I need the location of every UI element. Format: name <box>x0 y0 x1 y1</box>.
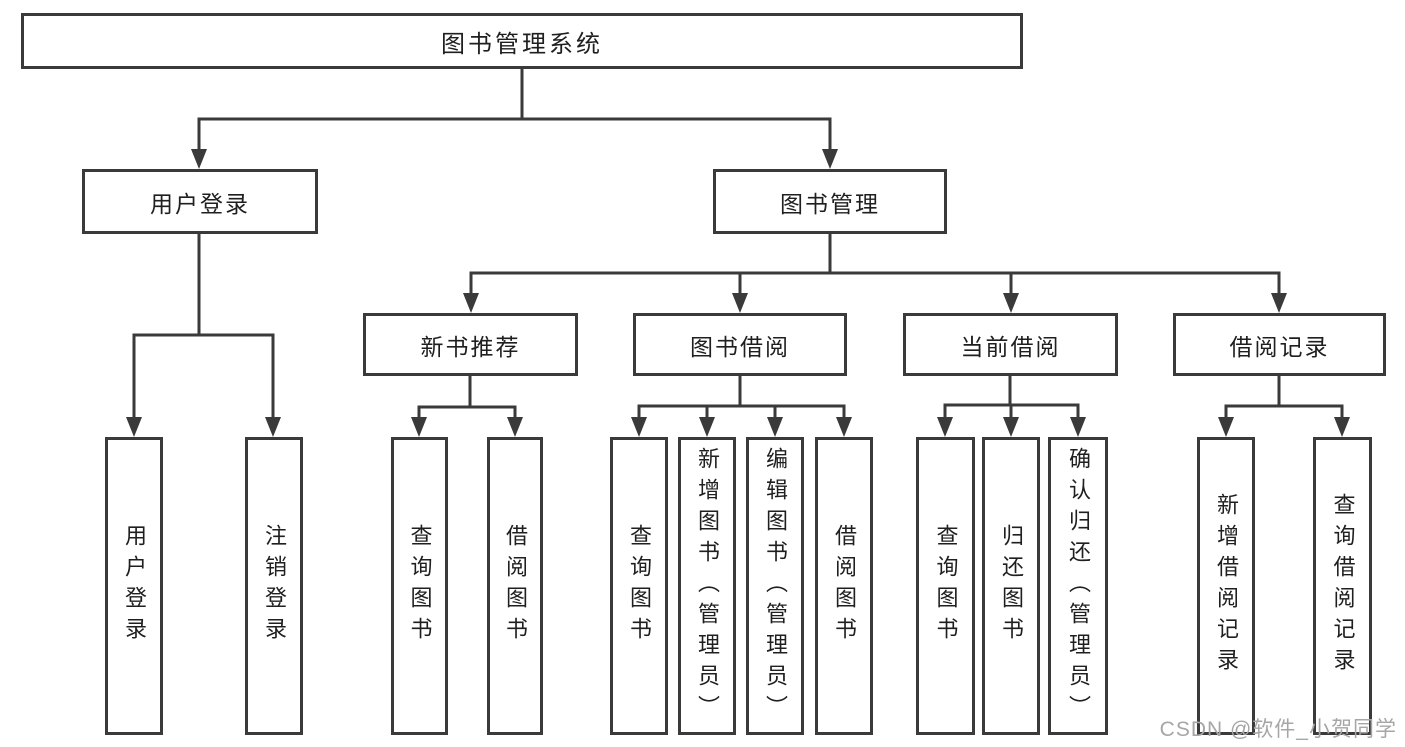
leaf-user-login: 用户登录 <box>105 437 163 735</box>
leaf-query-book-newrec: 查询图书 <box>391 437 448 735</box>
node-label: 编辑图书（管理员） <box>763 446 788 726</box>
node-label: 借阅记录 <box>1229 333 1330 360</box>
leaf-add-book-admin: 新增图书（管理员） <box>678 437 736 735</box>
node-book-management: 图书管理 <box>713 169 947 234</box>
node-label: 归还图书 <box>999 524 1024 648</box>
leaf-return-book: 归还图书 <box>982 437 1040 735</box>
node-label: 图书管理系统 <box>441 30 603 58</box>
node-book-borrow: 图书借阅 <box>633 313 847 376</box>
node-label: 查询图书 <box>407 524 433 648</box>
node-label: 用户登录 <box>122 524 147 648</box>
leaf-query-borrow-record: 查询借阅记录 <box>1313 437 1372 735</box>
node-label: 图书管理 <box>780 190 880 217</box>
arrowheads <box>126 149 1350 437</box>
leaf-logout: 注销登录 <box>245 437 303 735</box>
node-label: 新书推荐 <box>420 333 521 360</box>
csdn-watermark: CSDN @软件_小贺同学 <box>1159 718 1397 741</box>
node-user-login: 用户登录 <box>82 169 318 234</box>
node-label: 查询借阅记录 <box>1330 493 1356 679</box>
node-label: 查询图书 <box>933 524 959 648</box>
node-label: 注销登录 <box>262 524 287 648</box>
node-borrow-records: 借阅记录 <box>1173 313 1386 376</box>
leaf-borrow-book-newrec: 借阅图书 <box>487 437 543 735</box>
node-new-book-recommend: 新书推荐 <box>363 313 578 376</box>
leaf-edit-book-admin: 编辑图书（管理员） <box>746 437 804 735</box>
node-label: 确认归还（管理员） <box>1066 446 1091 726</box>
node-label: 新增借阅记录 <box>1214 493 1239 679</box>
leaf-query-book-borrow: 查询图书 <box>610 437 668 735</box>
node-label: 新增图书（管理员） <box>695 446 720 726</box>
node-label: 查询图书 <box>627 524 652 648</box>
node-label: 用户登录 <box>150 190 250 217</box>
node-library-system: 图书管理系统 <box>21 13 1023 69</box>
node-label: 当前借阅 <box>960 333 1061 360</box>
leaf-confirm-return-admin: 确认归还（管理员） <box>1048 437 1108 735</box>
leaf-add-borrow-record: 新增借阅记录 <box>1197 437 1255 735</box>
leaf-borrow-book-borrow: 借阅图书 <box>815 437 873 735</box>
node-label: 借阅图书 <box>503 524 528 648</box>
leaf-query-book-current: 查询图书 <box>916 437 975 735</box>
node-current-borrow: 当前借阅 <box>903 313 1118 376</box>
node-label: 借阅图书 <box>832 524 857 648</box>
node-label: 图书借阅 <box>690 333 790 360</box>
